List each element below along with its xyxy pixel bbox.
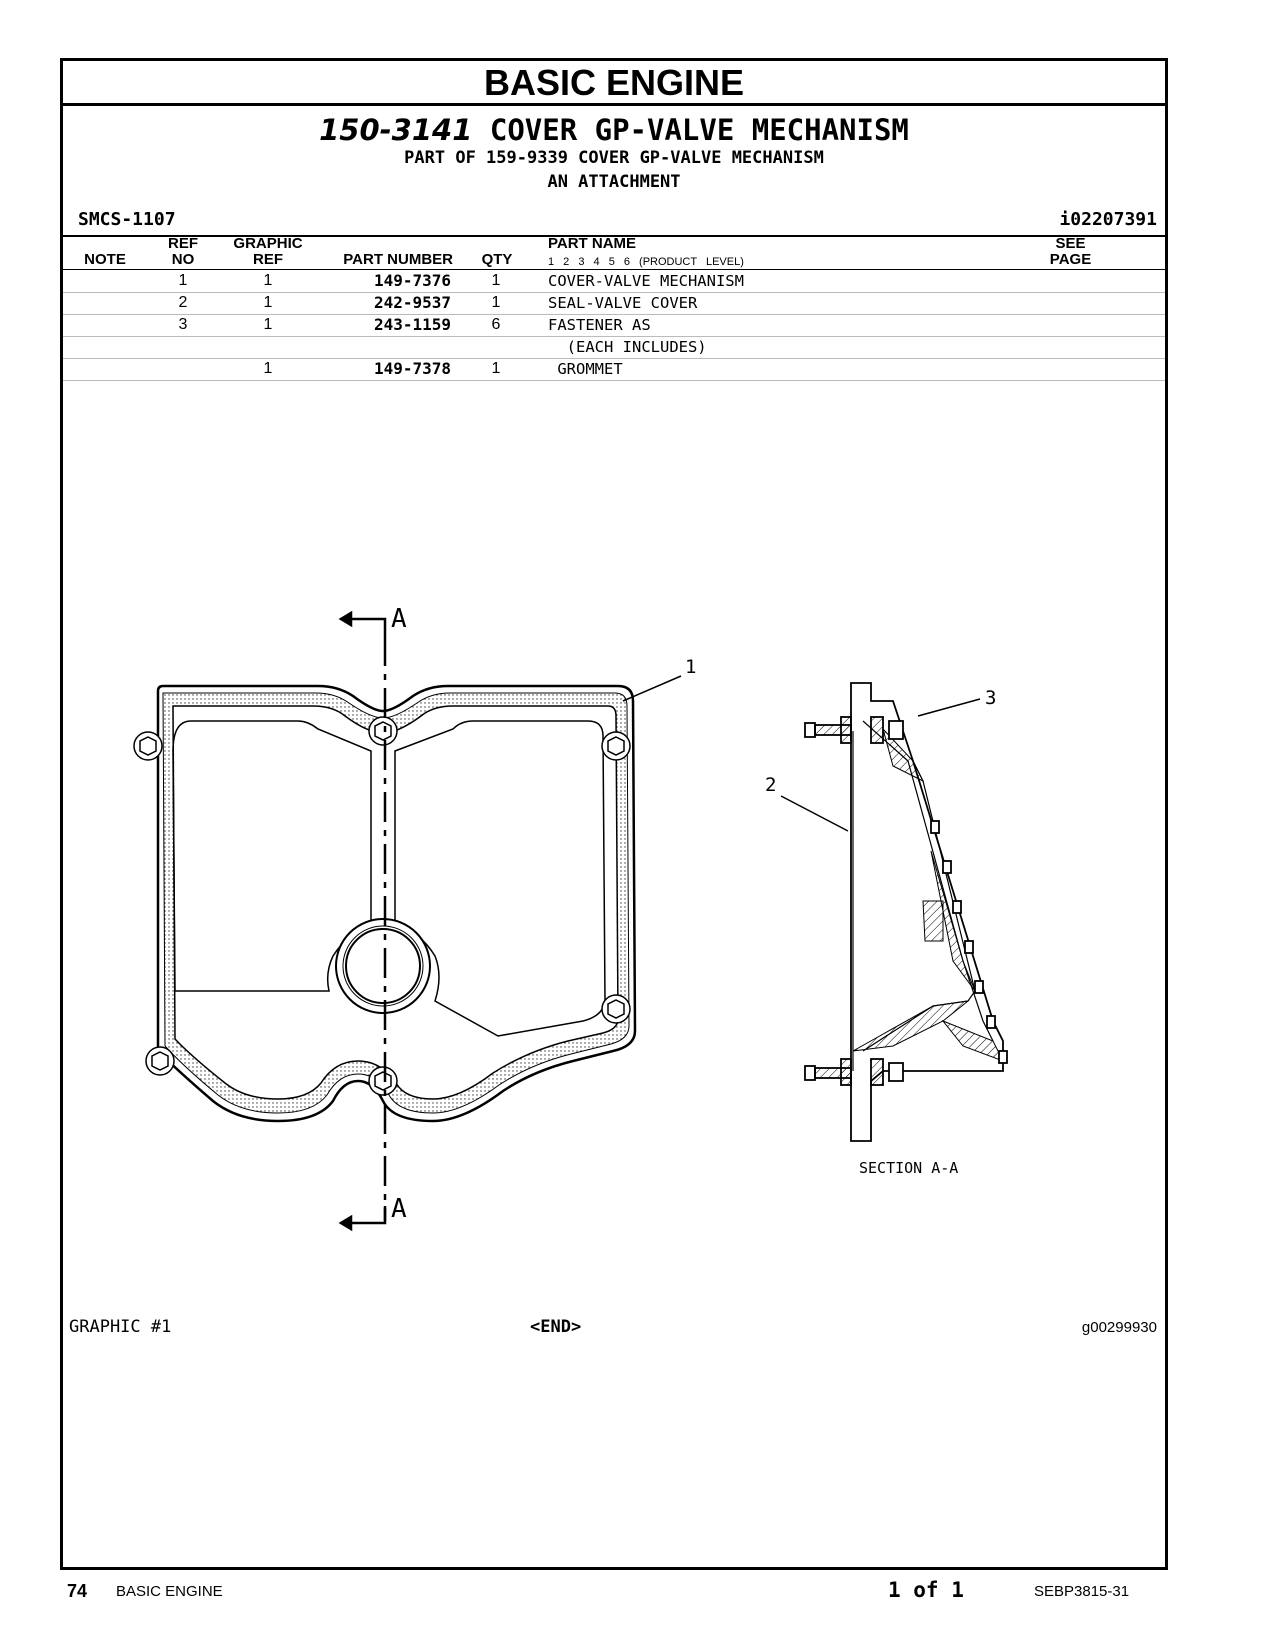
header-product-levels: 1 2 3 4 5 6 (PRODUCT LEVEL)	[548, 256, 744, 268]
callout-3: 3	[985, 687, 996, 709]
group-part-number: 150-3141	[319, 113, 473, 147]
part-number: 149-7378	[373, 359, 451, 378]
quantity: 1	[491, 360, 501, 377]
document-id: i02207391	[1059, 209, 1157, 230]
subtitle-attachment: AN ATTACHMENT	[547, 172, 681, 192]
header-rule	[63, 269, 1165, 270]
table-row: (EACH INCLUDES)	[63, 336, 1165, 359]
callout-1: 1	[685, 656, 696, 678]
table-row: 1 149-7378 1 GROMMET	[63, 358, 1165, 381]
part-number: 242-9537	[373, 293, 451, 312]
group-part-name: COVER GP-VALVE MECHANISM	[489, 113, 909, 147]
ref-no: 3	[178, 316, 188, 333]
footer-document-number: SEBP3815-31	[1034, 1583, 1130, 1600]
graphic-ref: 1	[263, 316, 273, 333]
header-qty: QTY	[481, 251, 513, 268]
end-marker: <END>	[530, 1317, 582, 1337]
header-see-page-line2: PAGE	[1049, 251, 1092, 268]
smcs-code: SMCS-1107	[78, 209, 176, 230]
quantity: 1	[491, 272, 501, 289]
fastener-bottom	[804, 1058, 904, 1086]
page-frame: BASIC ENGINE 150-3141 COVER GP-VALVE MEC…	[60, 58, 1168, 1570]
header-graphic-ref: GRAPHIC REF	[223, 236, 313, 268]
graphic-ref: 1	[263, 272, 273, 289]
cover-ribs	[930, 820, 1008, 1064]
header-ref-no-line2: NO	[171, 251, 195, 268]
header-see-page-line1: SEE	[1055, 235, 1086, 252]
part-name: FASTENER AS	[548, 316, 651, 334]
ref-no: 2	[178, 294, 188, 311]
section-view-label: SECTION A-A	[859, 1159, 958, 1177]
header-ref-no: REF NO	[163, 236, 203, 268]
fastener-top	[804, 716, 904, 744]
header-note: NOTE	[84, 251, 126, 268]
part-number: 149-7376	[373, 271, 451, 290]
part-name: SEAL-VALVE COVER	[548, 294, 698, 312]
footer-section-name: BASIC ENGINE	[116, 1583, 223, 1600]
callout-2: 2	[765, 774, 776, 796]
ref-no: 1	[178, 272, 188, 289]
section-view	[804, 682, 1008, 1142]
part-number: 243-1159	[373, 315, 451, 334]
part-name: (EACH INCLUDES)	[548, 338, 707, 356]
page-title: 150-3141 COVER GP-VALVE MECHANISM	[63, 113, 1165, 147]
graphic-number: GRAPHIC #1	[69, 1317, 172, 1337]
graphic-ref: 1	[263, 294, 273, 311]
bolt-holes	[133, 716, 631, 1096]
header-graphic-ref-line1: GRAPHIC	[233, 235, 303, 252]
graphic-code: g00299930	[1081, 1319, 1157, 1336]
exploded-parts-drawing: A A 1 2 3	[133, 604, 1008, 1232]
section-marker-top: A	[391, 604, 407, 634]
table-row: 2 1 242-9537 1 SEAL-VALVE COVER	[63, 292, 1165, 315]
table-top-rule	[63, 235, 1165, 237]
section-line	[338, 610, 387, 1232]
table-row: 1 1 149-7376 1 COVER-VALVE MECHANISM	[63, 270, 1165, 293]
section-banner: BASIC ENGINE	[63, 61, 1165, 106]
part-name: COVER-VALVE MECHANISM	[548, 272, 744, 290]
header-part-number: PART NUMBER	[343, 251, 453, 268]
section-marker-bottom: A	[391, 1194, 407, 1224]
footer-page-of: 1 of 1	[888, 1578, 964, 1602]
quantity: 1	[491, 294, 501, 311]
subtitle-part-of: PART OF 159-9339 COVER GP-VALVE MECHANIS…	[404, 148, 824, 168]
callout-leaders	[622, 675, 981, 832]
header-ref-no-line1: REF	[168, 235, 198, 252]
header-part-name: PART NAME	[548, 235, 637, 252]
header-graphic-ref-line2: REF	[253, 251, 283, 268]
header-see-page: SEE PAGE	[1038, 236, 1103, 268]
footer-page-number: 74	[67, 1581, 88, 1601]
graphic-ref: 1	[263, 360, 273, 377]
quantity: 6	[491, 316, 501, 333]
table-row: 3 1 243-1159 6 FASTENER AS	[63, 314, 1165, 337]
valve-cover-plan-view	[156, 684, 637, 1123]
part-name: GROMMET	[548, 360, 623, 378]
